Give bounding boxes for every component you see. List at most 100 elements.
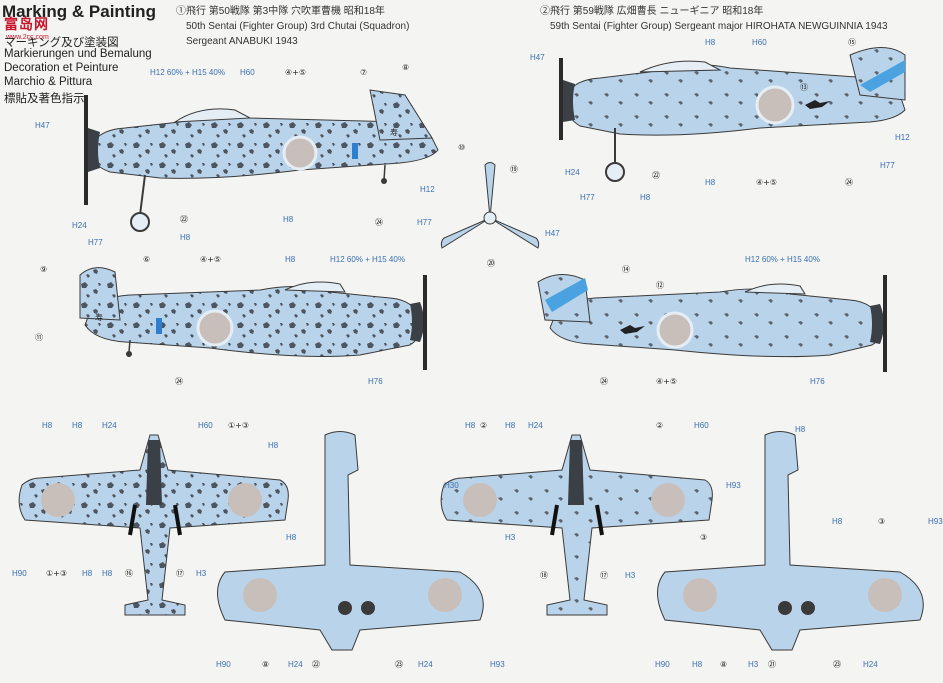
- scheme1-top-view: [18, 434, 289, 616]
- svg-text:②: ②: [480, 421, 487, 430]
- svg-text:H47: H47: [545, 229, 560, 238]
- svg-text:H90: H90: [655, 660, 670, 669]
- scheme1-bottom-view: [217, 431, 484, 651]
- svg-text:⑧: ⑧: [402, 63, 409, 72]
- svg-text:⑫: ⑫: [656, 281, 664, 290]
- svg-text:⑨: ⑨: [40, 265, 47, 274]
- svg-text:④+⑤: ④+⑤: [656, 377, 677, 386]
- svg-text:⑲: ⑲: [510, 165, 518, 174]
- language-jp: マーキング及び塗装図: [4, 37, 119, 49]
- svg-text:④+⑤: ④+⑤: [756, 178, 777, 187]
- svg-text:⑧: ⑧: [262, 660, 269, 669]
- svg-text:H8: H8: [268, 441, 279, 450]
- svg-text:⑬: ⑬: [800, 83, 808, 92]
- svg-text:H8: H8: [705, 38, 716, 47]
- svg-text:H93: H93: [490, 660, 505, 669]
- svg-text:H77: H77: [580, 193, 595, 202]
- svg-text:H60: H60: [752, 38, 767, 47]
- svg-text:⑳: ⑳: [487, 259, 495, 268]
- propeller-drawing: [440, 162, 540, 249]
- svg-text:④+⑤: ④+⑤: [285, 68, 306, 77]
- svg-text:H47: H47: [35, 121, 50, 130]
- svg-text:㉓: ㉓: [833, 660, 841, 669]
- svg-text:㉒: ㉒: [180, 215, 188, 224]
- svg-text:H77: H77: [880, 161, 895, 170]
- svg-text:H24: H24: [102, 421, 117, 430]
- svg-text:H8: H8: [180, 233, 191, 242]
- scheme1-caption-pilot: Sergeant ANABUKI 1943: [186, 36, 298, 47]
- scheme2-side-left: [559, 47, 906, 182]
- svg-text:H8: H8: [465, 421, 476, 430]
- scheme1-side-left: 寿: [84, 89, 439, 232]
- scheme1-caption-jp: ①飛行 第50戦隊 第3中隊 穴吹軍曹機 昭和18年: [176, 6, 385, 17]
- svg-text:H60: H60: [694, 421, 709, 430]
- svg-text:H8: H8: [640, 193, 651, 202]
- svg-text:H24: H24: [418, 660, 433, 669]
- svg-text:③: ③: [878, 517, 885, 526]
- svg-text:H93: H93: [726, 481, 741, 490]
- svg-text:㉔: ㉔: [845, 178, 853, 187]
- language-cn: 標貼及著色指示: [4, 93, 85, 105]
- svg-text:H3: H3: [505, 533, 516, 542]
- svg-text:H93: H93: [928, 517, 943, 526]
- svg-text:H90: H90: [12, 569, 27, 578]
- svg-text:H24: H24: [288, 660, 303, 669]
- svg-text:H77: H77: [417, 218, 432, 227]
- svg-text:H3: H3: [196, 569, 207, 578]
- svg-text:H12 60% + H15 40%: H12 60% + H15 40%: [150, 68, 225, 77]
- svg-text:①+③: ①+③: [228, 421, 249, 430]
- svg-text:③: ③: [700, 533, 707, 542]
- svg-text:⑪: ⑪: [35, 333, 43, 342]
- svg-text:㉑: ㉑: [768, 660, 776, 669]
- svg-text:H24: H24: [528, 421, 543, 430]
- scheme2-bottom-view: [657, 431, 924, 651]
- svg-text:⑰: ⑰: [600, 571, 608, 580]
- svg-text:⑰: ⑰: [176, 569, 184, 578]
- svg-text:H8: H8: [102, 569, 113, 578]
- svg-text:H8: H8: [505, 421, 516, 430]
- svg-text:H8: H8: [283, 215, 294, 224]
- tail-kanji-marking: 寿: [390, 127, 398, 137]
- svg-text:H76: H76: [368, 377, 383, 386]
- scheme2-side-right: [537, 274, 887, 372]
- svg-text:H8: H8: [285, 255, 296, 264]
- scheme2-caption-jp: ②飛行 第59戦隊 広畑曹長 ニューギニア 昭和18年: [540, 6, 764, 17]
- svg-text:H8: H8: [72, 421, 83, 430]
- svg-text:⑭: ⑭: [622, 265, 630, 274]
- hinomaru-marking: [282, 135, 318, 171]
- scheme1-caption-unit: 50th Sentai (Fighter Group) 3rd Chutai (…: [186, 21, 410, 32]
- svg-text:H30: H30: [444, 481, 459, 490]
- svg-text:⑧: ⑧: [720, 660, 727, 669]
- svg-text:㉒: ㉒: [312, 660, 320, 669]
- svg-text:⑦: ⑦: [360, 68, 367, 77]
- svg-text:②: ②: [656, 421, 663, 430]
- svg-text:H8: H8: [692, 660, 703, 669]
- callout-labels: H12 60% + H15 40% H60 ④+⑤ ⑦ ⑧ H47 ⑩ H12 …: [12, 38, 943, 669]
- language-de: Markierungen und Bemalung: [4, 48, 152, 60]
- svg-text:H3: H3: [625, 571, 636, 580]
- watermark-logo: 富岛网 www.2cc.com: [4, 16, 49, 41]
- svg-text:H12 60% + H15 40%: H12 60% + H15 40%: [330, 255, 405, 264]
- scheme1-side-right: 寿: [79, 267, 427, 370]
- svg-text:㉓: ㉓: [395, 660, 403, 669]
- language-it: Marchio & Pittura: [4, 76, 93, 88]
- svg-text:H12: H12: [895, 133, 910, 142]
- svg-text:H47: H47: [530, 53, 545, 62]
- svg-text:H8: H8: [832, 517, 843, 526]
- svg-text:H24: H24: [863, 660, 878, 669]
- svg-text:H8: H8: [42, 421, 53, 430]
- page-title: Marking & Painting: [2, 2, 156, 21]
- svg-text:H76: H76: [810, 377, 825, 386]
- svg-text:㉔: ㉔: [600, 377, 608, 386]
- svg-text:H24: H24: [565, 168, 580, 177]
- svg-text:⑩: ⑩: [458, 143, 465, 152]
- svg-text:⑥: ⑥: [143, 255, 150, 264]
- svg-text:⑮: ⑮: [848, 38, 856, 47]
- svg-text:H77: H77: [88, 238, 103, 247]
- svg-text:H60: H60: [240, 68, 255, 77]
- svg-text:①+③: ①+③: [46, 569, 67, 578]
- svg-text:㉔: ㉔: [375, 218, 383, 227]
- svg-text:H90: H90: [216, 660, 231, 669]
- svg-text:H8: H8: [286, 533, 297, 542]
